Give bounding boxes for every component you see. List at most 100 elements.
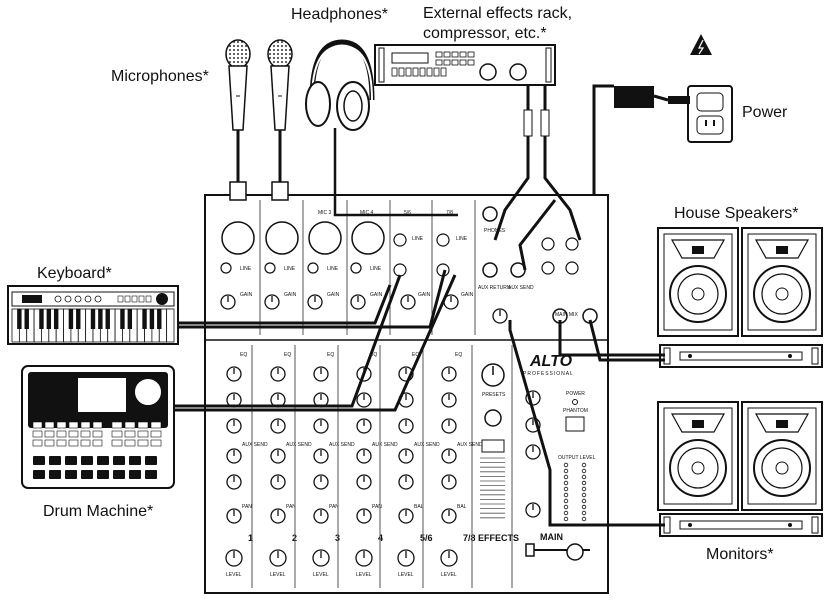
- black-key[interactable]: [98, 309, 103, 329]
- drum-button[interactable]: [80, 430, 91, 438]
- rack-fader[interactable]: [440, 67, 447, 77]
- ch56-line-jack-r[interactable]: [393, 263, 407, 277]
- drum-button[interactable]: [32, 421, 43, 429]
- line-jack-1[interactable]: [220, 262, 232, 274]
- pan-knob-2[interactable]: [270, 508, 286, 524]
- drum-button[interactable]: [137, 439, 149, 447]
- ch78-line-jack-l[interactable]: [436, 233, 450, 247]
- gain-knob-3[interactable]: [307, 294, 323, 310]
- drum-machine-dial[interactable]: [133, 377, 163, 407]
- rack-button[interactable]: [451, 59, 459, 66]
- drum-pad[interactable]: [81, 470, 93, 479]
- black-key[interactable]: [68, 309, 74, 329]
- pan-knob-5[interactable]: [398, 508, 414, 524]
- black-key[interactable]: [127, 309, 133, 329]
- drum-pad[interactable]: [33, 470, 45, 479]
- drum-button[interactable]: [150, 439, 162, 447]
- keyboard-slider[interactable]: [124, 295, 131, 303]
- black-key[interactable]: [120, 309, 125, 329]
- drum-button[interactable]: [44, 430, 55, 438]
- tape-jack[interactable]: [541, 237, 555, 251]
- rack-button[interactable]: [459, 59, 467, 66]
- fx-send-knob-5[interactable]: [398, 474, 414, 490]
- main-fader-cap[interactable]: [525, 543, 535, 557]
- ch56-gain-knob[interactable]: [400, 294, 416, 310]
- drum-pad[interactable]: [145, 456, 157, 465]
- drum-button[interactable]: [124, 421, 136, 429]
- drum-pad[interactable]: [97, 470, 109, 479]
- rack-knob-1[interactable]: [479, 63, 497, 81]
- aux-send-knob-1[interactable]: [226, 448, 242, 464]
- drum-button[interactable]: [124, 439, 136, 447]
- black-key[interactable]: [53, 309, 59, 329]
- drum-pad[interactable]: [145, 470, 157, 479]
- drum-button[interactable]: [68, 421, 79, 429]
- xlr-input-3[interactable]: [308, 221, 342, 255]
- fx-send-knob-4[interactable]: [356, 474, 372, 490]
- eq-high-knob-6[interactable]: [441, 366, 457, 382]
- eq-mid-knob-4[interactable]: [356, 392, 372, 408]
- drum-pad[interactable]: [65, 470, 77, 479]
- pan-knob-3[interactable]: [313, 508, 329, 524]
- effects-level-knob[interactable]: [484, 409, 502, 427]
- keyboard-button[interactable]: [74, 295, 82, 303]
- black-key[interactable]: [105, 309, 110, 329]
- eq-low-knob-6[interactable]: [441, 418, 457, 434]
- rack-knob-2[interactable]: [509, 63, 527, 81]
- level-knob-4[interactable]: [355, 549, 373, 567]
- gain-knob-1[interactable]: [220, 294, 236, 310]
- black-key[interactable]: [24, 309, 29, 329]
- drum-pad[interactable]: [97, 456, 109, 465]
- drum-pad[interactable]: [113, 456, 125, 465]
- eq-high-knob-1[interactable]: [226, 366, 242, 382]
- drum-button[interactable]: [137, 421, 149, 429]
- eq-low-knob-5[interactable]: [398, 418, 414, 434]
- black-key[interactable]: [17, 309, 22, 329]
- level-knob-5[interactable]: [397, 549, 415, 567]
- eq-low-knob-2[interactable]: [270, 418, 286, 434]
- fx-send-knob-1[interactable]: [226, 474, 242, 490]
- drum-button[interactable]: [44, 421, 55, 429]
- black-key[interactable]: [157, 309, 162, 329]
- gain-knob-4[interactable]: [350, 294, 366, 310]
- level-knob-2[interactable]: [269, 549, 287, 567]
- gain-knob-2[interactable]: [264, 294, 280, 310]
- drum-button[interactable]: [92, 430, 103, 438]
- tape-jack[interactable]: [565, 261, 579, 275]
- drum-button[interactable]: [32, 439, 43, 447]
- pan-knob-4[interactable]: [356, 508, 372, 524]
- rack-fader[interactable]: [391, 67, 398, 77]
- drum-button[interactable]: [56, 430, 67, 438]
- keyboard-button[interactable]: [94, 295, 102, 303]
- eq-mid-knob-6[interactable]: [441, 392, 457, 408]
- drum-button[interactable]: [124, 430, 136, 438]
- xlr-input-2[interactable]: [265, 221, 299, 255]
- eq-low-knob-3[interactable]: [313, 418, 329, 434]
- phones-mix-knob[interactable]: [492, 308, 508, 324]
- tape-jack[interactable]: [565, 237, 579, 251]
- line-jack-4[interactable]: [350, 262, 362, 274]
- level-knob-3[interactable]: [312, 549, 330, 567]
- drum-pad[interactable]: [129, 470, 141, 479]
- drum-button[interactable]: [150, 430, 162, 438]
- xlr-input-4[interactable]: [351, 221, 385, 255]
- phones-jack[interactable]: [482, 206, 498, 222]
- pan-knob-1[interactable]: [226, 508, 242, 524]
- phantom-switch[interactable]: [565, 416, 585, 432]
- drum-button[interactable]: [150, 421, 162, 429]
- black-key[interactable]: [39, 309, 44, 329]
- rack-button[interactable]: [459, 51, 467, 58]
- drum-button[interactable]: [56, 421, 67, 429]
- drum-pad[interactable]: [129, 456, 141, 465]
- keyboard-button[interactable]: [54, 295, 62, 303]
- drum-pad[interactable]: [65, 456, 77, 465]
- tape-jack[interactable]: [541, 261, 555, 275]
- drum-pad[interactable]: [49, 470, 61, 479]
- keyboard-button[interactable]: [84, 295, 92, 303]
- rack-fader[interactable]: [426, 67, 433, 77]
- level-knob-6[interactable]: [440, 549, 458, 567]
- black-key[interactable]: [76, 309, 81, 329]
- black-key[interactable]: [149, 309, 155, 329]
- keyboard-slider[interactable]: [138, 295, 145, 303]
- rack-fader[interactable]: [433, 67, 440, 77]
